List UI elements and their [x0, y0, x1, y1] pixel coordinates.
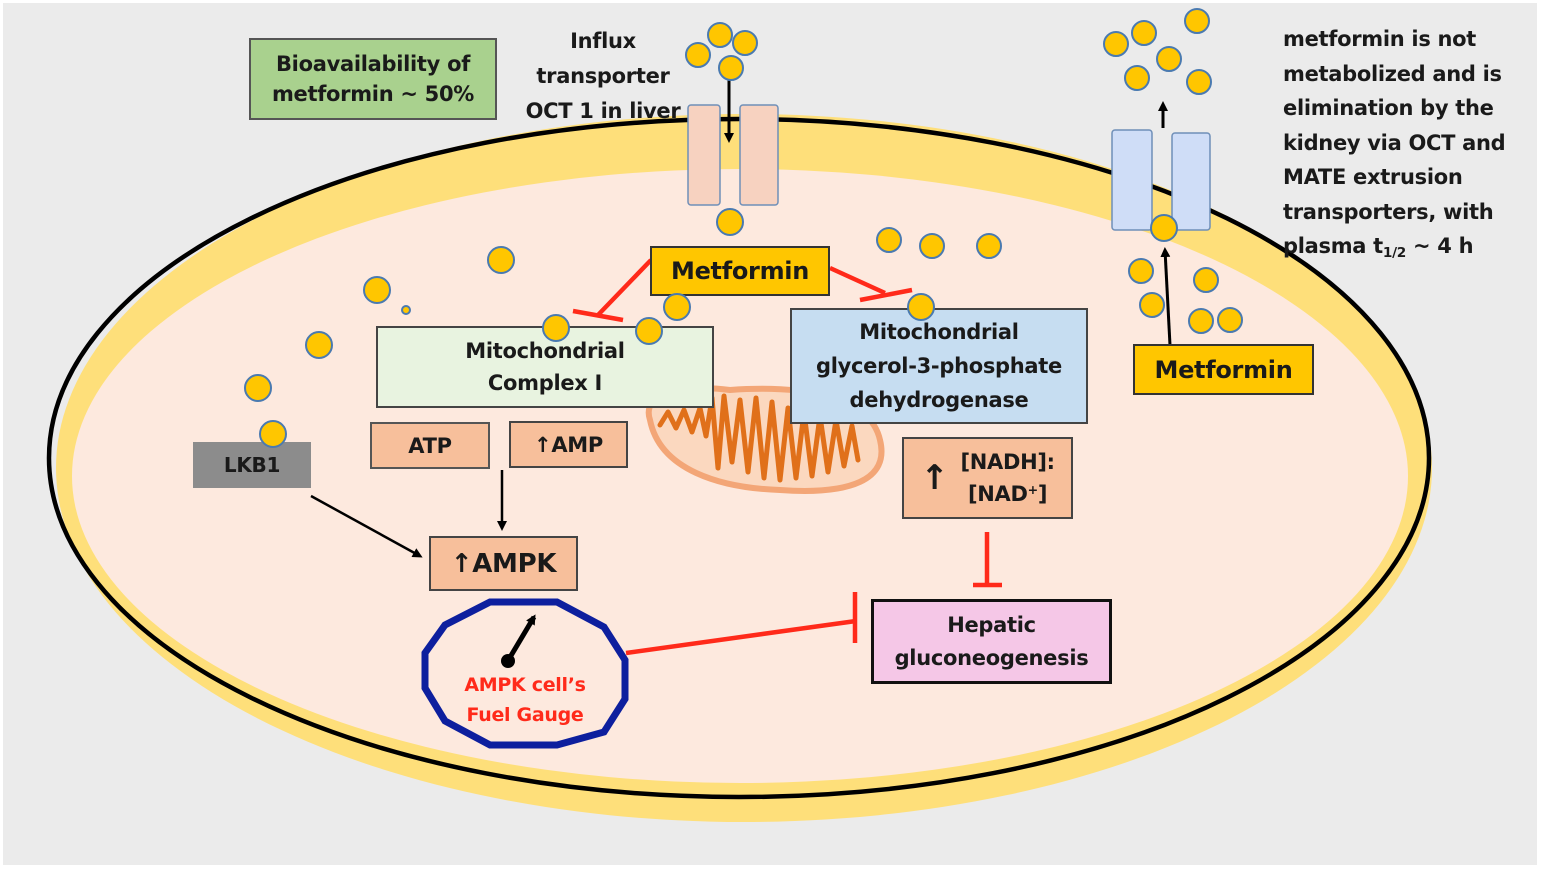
bioavailability-box: Bioavailability of metformin ~ 50% — [249, 38, 497, 120]
metformin-molecule-icon — [1156, 46, 1182, 72]
influx-label-line-1: Influx — [570, 29, 636, 53]
metformin-molecule-icon — [1188, 308, 1214, 334]
elimination-line-1: metformin is not — [1283, 27, 1477, 51]
nad-suffix: ] — [1037, 482, 1048, 506]
elimination-line-5: MATE extrusion — [1283, 165, 1463, 189]
elimination-note: metformin is not metabolized and is elim… — [1283, 22, 1523, 271]
metformin-molecule-icon — [876, 227, 902, 253]
metformin-molecule-icon — [487, 246, 515, 274]
influx-label-line-3: OCT 1 in liver — [525, 99, 681, 123]
complex1-line-2: Complex I — [487, 371, 603, 395]
g3pdh-line-2: glycerol-3-phosphate — [816, 354, 1062, 378]
metformin-molecule-icon — [1139, 292, 1165, 318]
metformin-molecule-icon — [716, 208, 744, 236]
nadh-line-2: [NAD+] — [960, 476, 1054, 508]
inhibit-metformin-complex1-line — [596, 258, 653, 317]
elimination-line-7: plasma t1/2 ~ 4 h — [1283, 229, 1523, 271]
gauge-needle-icon — [506, 614, 537, 661]
inhibit-gauge-hepatic-line — [625, 618, 857, 656]
complex1-line-1: Mitochondrial — [465, 339, 625, 363]
metformin-molecule-icon — [401, 305, 411, 315]
atp-box: ATP — [370, 422, 490, 469]
gauge-line-1: AMPK cell’s — [464, 674, 586, 696]
influx-label-line-2: transporter — [536, 64, 670, 88]
nadh-ratio-text: [NADH]: [NAD+] — [960, 448, 1055, 508]
metformin-molecule-icon — [1131, 20, 1157, 46]
influx-transporter-left — [687, 104, 721, 206]
g3pdh-line-3: dehydrogenase — [849, 388, 1029, 412]
metformin-molecule-icon — [1217, 307, 1243, 333]
gauge-line-2: Fuel Gauge — [466, 704, 584, 726]
bioavailability-line-2: metformin ~ 50% — [271, 82, 475, 106]
metformin-molecule-icon — [1124, 65, 1150, 91]
metformin-molecule-icon — [363, 276, 391, 304]
metformin-molecule-icon — [707, 22, 733, 48]
gauge-pivot-icon — [501, 654, 515, 668]
half-life-prefix: plasma t — [1283, 234, 1383, 258]
nad-prefix: [NAD — [967, 482, 1028, 506]
efflux-transporter-left — [1111, 129, 1153, 231]
g3pdh-box: Mitochondrial glycerol-3-phosphate dehyd… — [790, 308, 1088, 424]
elimination-line-2: metabolized and is — [1283, 61, 1502, 86]
metformin-molecule-icon — [1186, 69, 1212, 95]
fuel-gauge-octagon — [421, 598, 629, 749]
metformin-molecule-icon — [976, 233, 1002, 259]
metformin-molecule-icon — [244, 374, 272, 402]
hepatic-line-1: Hepatic — [947, 612, 1036, 637]
influx-transporter-label: Influx transporter OCT 1 in liver — [518, 24, 688, 129]
nadh-ratio-box: ↑ [NADH]: [NAD+] — [902, 437, 1073, 519]
metformin-molecule-icon — [305, 331, 333, 359]
metformin-molecule-icon — [1128, 258, 1154, 284]
bioavailability-line-1: Bioavailability of — [275, 52, 471, 76]
metformin-center-box: Metformin — [650, 246, 830, 296]
g3pdh-line-1: Mitochondrial — [859, 320, 1019, 344]
metformin-right-box: Metformin — [1133, 344, 1314, 395]
elimination-line-4: kidney via OCT and — [1283, 130, 1506, 155]
metformin-molecule-icon — [1103, 31, 1129, 57]
metformin-molecule-icon — [919, 233, 945, 259]
nadh-up-arrow-icon: ↑ — [920, 458, 949, 498]
metformin-molecule-icon — [1193, 267, 1219, 293]
nadh-line-1: [NADH]: — [960, 450, 1055, 474]
efflux-arrow-in — [1160, 247, 1172, 346]
elimination-line-3: elimination by the — [1283, 96, 1494, 120]
fuel-gauge-label: AMPK cell’s Fuel Gauge — [430, 670, 620, 730]
metformin-molecule-icon — [732, 30, 758, 56]
inhibit-metformin-complex1-bar — [572, 308, 624, 323]
metformin-molecule-icon — [718, 55, 744, 81]
metformin-molecule-icon — [685, 42, 711, 68]
inhibit-metformin-g3pdh-bar — [859, 287, 913, 303]
half-life-subscript: 1/2 — [1382, 245, 1406, 261]
hepatic-gluconeogenesis-box: Hepatic gluconeogenesis — [871, 599, 1112, 684]
metformin-molecules — [244, 8, 1243, 402]
membrane-outline — [46, 116, 1432, 800]
lkb1-box: LKB1 — [193, 442, 311, 488]
complex1-box: Mitochondrial Complex I — [376, 326, 714, 408]
amp-box: ↑AMP — [509, 421, 628, 468]
inhibit-metformin-g3pdh-line — [829, 265, 886, 296]
influx-transporter-right — [739, 104, 779, 206]
nad-charge: + — [1027, 482, 1039, 497]
arrow-lkb1-to-ampk — [310, 494, 423, 558]
half-life-value: ~ 4 h — [1405, 234, 1474, 258]
elimination-line-6: transporters, with — [1283, 199, 1494, 224]
hepatic-line-2: gluconeogenesis — [894, 645, 1089, 670]
metformin-molecule-icon — [1184, 8, 1210, 34]
efflux-transporter-right — [1171, 132, 1211, 231]
ampk-box: ↑AMPK — [429, 536, 578, 591]
